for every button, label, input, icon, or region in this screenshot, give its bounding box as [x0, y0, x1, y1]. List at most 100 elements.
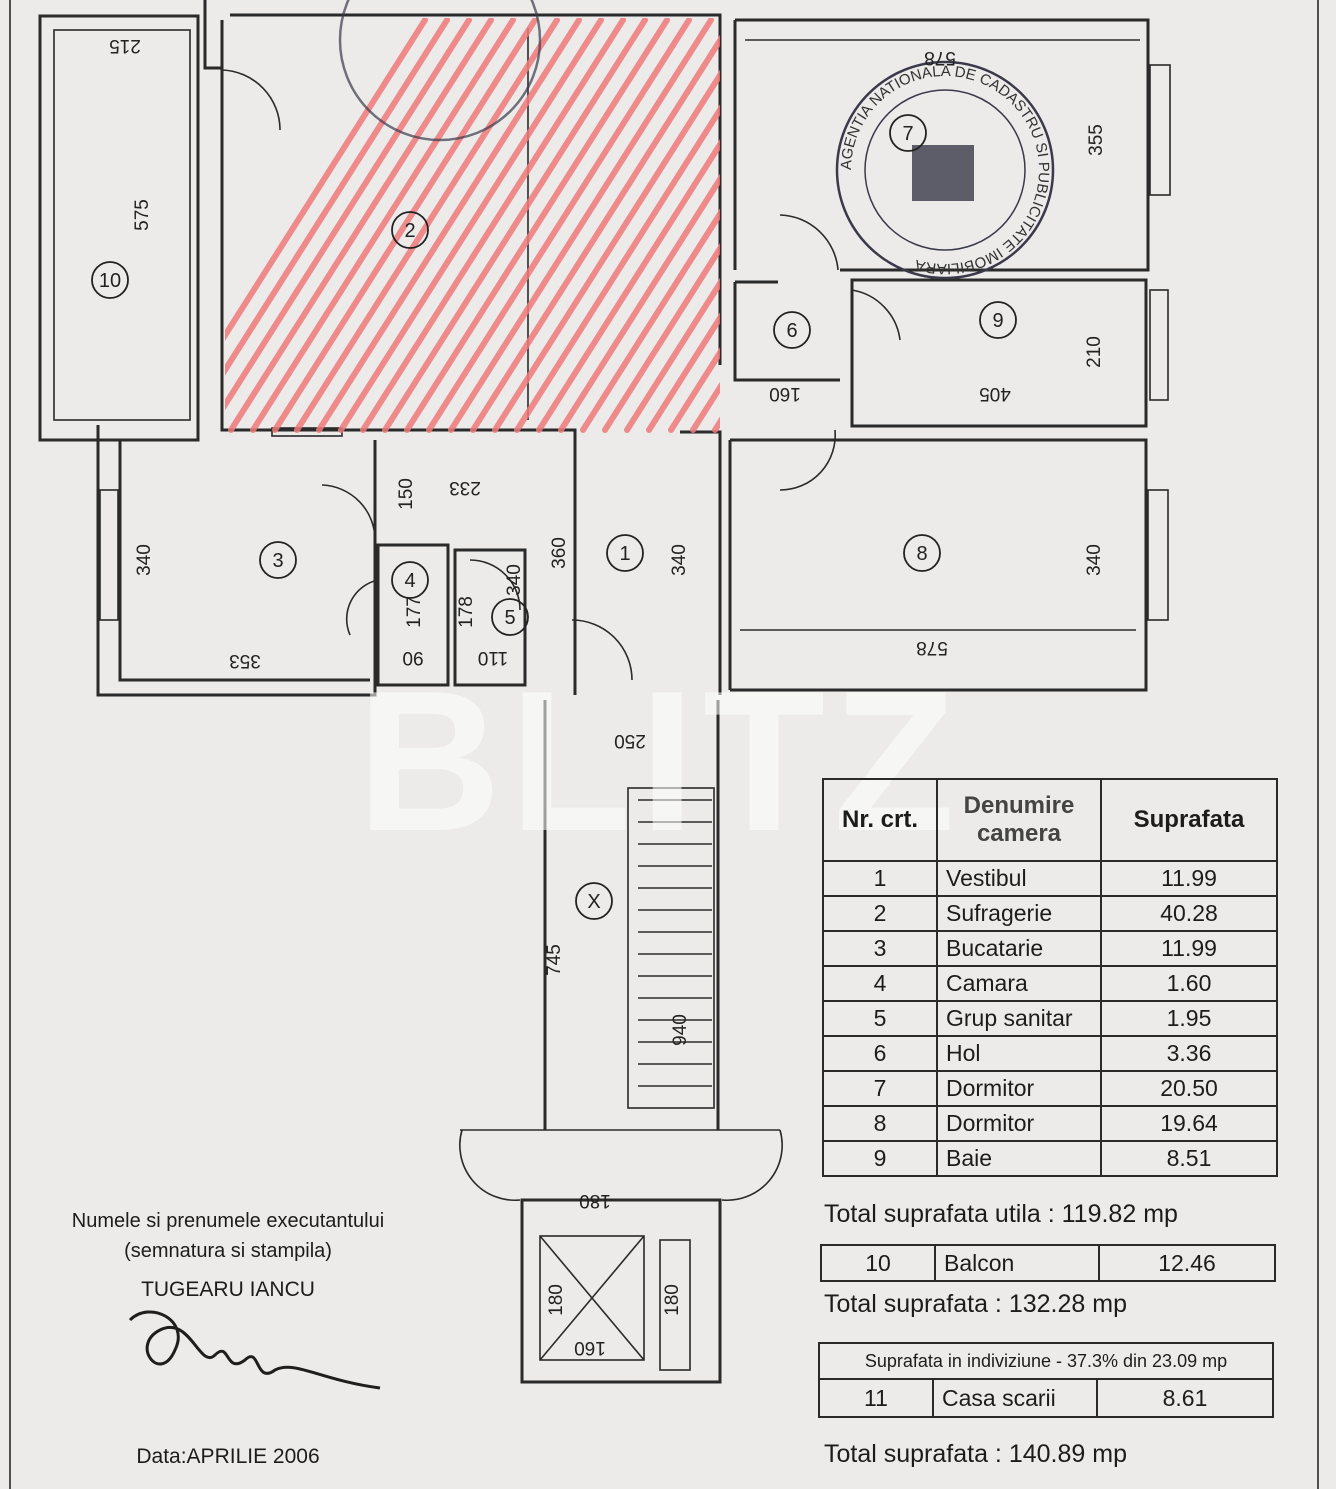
- dimension: 340: [134, 544, 155, 576]
- room-area: 12.46: [1098, 1244, 1276, 1282]
- hatch-stroke: [624, 277, 720, 433]
- hatch-stroke: [712, 416, 720, 433]
- room-area: 1.95: [1100, 1000, 1278, 1037]
- room-number: X: [587, 891, 600, 913]
- room-name: Vestibul: [936, 860, 1102, 897]
- hatch-stroke: [668, 347, 720, 433]
- hatch-stroke: [225, 18, 428, 341]
- executant-label: Numele si prenumele executantului: [71, 1210, 385, 1232]
- executant-stamp: [338, 0, 542, 142]
- dimension: 340: [669, 544, 690, 576]
- room-name: Dormitor: [936, 1105, 1102, 1142]
- column-header: Nr. crt.: [822, 778, 938, 862]
- column-header: Suprafata: [1100, 778, 1278, 862]
- room-name: Dormitor: [936, 1070, 1102, 1107]
- row-number: 9: [822, 1140, 938, 1177]
- room-name: Grup sanitar: [936, 1000, 1102, 1037]
- row-number: 5: [822, 1000, 938, 1037]
- dimension: 745: [544, 944, 565, 976]
- dimension: 210: [1084, 336, 1105, 368]
- hatch-stroke: [646, 312, 720, 433]
- room-6-hol: [733, 280, 840, 382]
- room-area: 8.61: [1096, 1378, 1274, 1418]
- hatch-stroke: [382, 18, 648, 433]
- hatch-stroke: [225, 18, 450, 376]
- room-number: 1: [619, 543, 630, 565]
- dimension: 360: [549, 537, 570, 569]
- room-name: Sufragerie: [936, 895, 1102, 932]
- dimension: 405: [979, 383, 1011, 404]
- room-number: 7: [902, 123, 913, 145]
- dimension: 578: [916, 637, 948, 658]
- room-area: 11.99: [1100, 860, 1278, 897]
- row-number: 6: [822, 1035, 938, 1072]
- room-labels: 1 2 3 4 5 6 7 8 9 10 X: [91, 114, 1017, 920]
- hatch-stroke: [470, 34, 720, 433]
- shared-area-header: Suprafata in indiviziune - 37.3% din 23.…: [818, 1342, 1274, 1380]
- row-number: 11: [818, 1378, 934, 1418]
- grand-total-area: Total suprafata : 140.89 mp: [824, 1440, 1127, 1468]
- hatch-stroke: [602, 243, 720, 433]
- row-number: 2: [822, 895, 938, 932]
- balcony-table: 10 Balcon 12.46: [820, 1244, 1276, 1282]
- room-name: Camara: [936, 965, 1102, 1002]
- dimension: 215: [109, 35, 141, 56]
- dimension: 177: [404, 596, 425, 628]
- dimension: 250: [614, 730, 646, 751]
- room-3-bucatarie: [96, 425, 377, 697]
- room-number: 5: [504, 607, 515, 629]
- room-4-camara: [345, 543, 450, 687]
- room-number: 2: [404, 220, 415, 242]
- hatch-stroke: [272, 18, 538, 433]
- dimension: 355: [1086, 124, 1107, 156]
- hatch-stroke: [426, 18, 692, 433]
- room-number: 9: [992, 310, 1003, 332]
- dimension: 180: [546, 1284, 567, 1316]
- dimension: 575: [132, 199, 153, 231]
- room-name: Balcon: [934, 1244, 1100, 1282]
- room-name: Casa scarii: [932, 1378, 1098, 1418]
- dimension: 160: [769, 383, 801, 404]
- hatch-stroke: [558, 173, 720, 433]
- room-area: 19.64: [1100, 1105, 1278, 1142]
- table-row: 10 Balcon 12.46: [820, 1244, 1276, 1282]
- room-area: 8.51: [1100, 1140, 1278, 1177]
- room-name: Baie: [936, 1140, 1102, 1177]
- hatch-stroke: [536, 138, 720, 433]
- legend-header-row: Nr. crt. Denumire camera Suprafata: [822, 778, 1278, 862]
- dimension-labels: 215 575 578 355 210 405 160 233 150 340 …: [109, 35, 1107, 1358]
- dimension: 233: [449, 477, 481, 498]
- document-date: Data:APRILIE 2006: [136, 1445, 320, 1468]
- hatch-stroke: [448, 18, 714, 433]
- hatch-stroke: [492, 69, 720, 433]
- row-number: 4: [822, 965, 938, 1002]
- dimension: 180: [579, 1190, 611, 1211]
- hatch-overlay: [225, 18, 720, 433]
- executant-name: TUGEARU IANCU: [141, 1278, 315, 1301]
- column-header: Denumire camera: [936, 778, 1102, 862]
- room-area: 40.28: [1100, 895, 1278, 932]
- room-7-dormitor: [733, 18, 1171, 272]
- hatch-stroke: [250, 18, 516, 433]
- dimension: 110: [478, 647, 508, 668]
- room-area: 20.50: [1100, 1070, 1278, 1107]
- dimension: 940: [670, 1014, 691, 1046]
- hatch-stroke: [228, 18, 494, 433]
- row-number: 7: [822, 1070, 938, 1107]
- dimension: 178: [456, 596, 477, 628]
- row-number: 8: [822, 1105, 938, 1142]
- table-header-row: Suprafata in indiviziune - 37.3% din 23.…: [818, 1342, 1274, 1380]
- room-8-dormitor: [728, 438, 1169, 692]
- room-9-baie: [850, 278, 1169, 428]
- room-number: 3: [272, 550, 283, 572]
- room-area: 11.99: [1100, 930, 1278, 967]
- room-area: 3.36: [1100, 1035, 1278, 1072]
- row-number: 1: [822, 860, 938, 897]
